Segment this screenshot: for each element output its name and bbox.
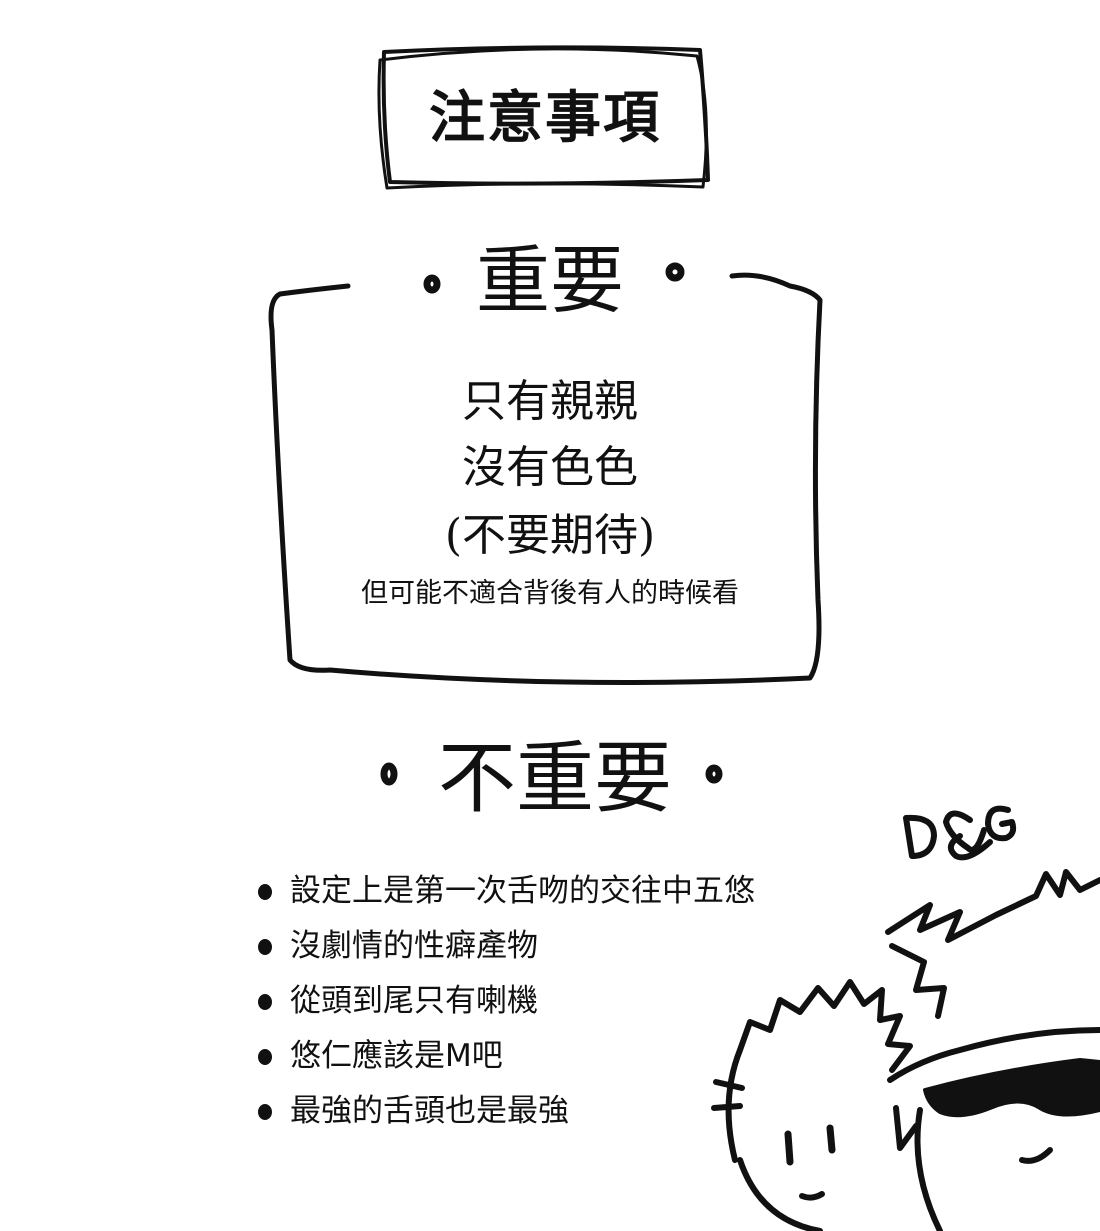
signature-text <box>903 805 1017 861</box>
bullet-icon <box>258 1104 272 1120</box>
list-item: 設定上是第一次舌吻的交往中五悠 <box>258 864 818 919</box>
list-item-text: 沒劇情的性癖產物 <box>290 928 538 964</box>
list-item-text: 悠仁應該是M吧 <box>290 1038 503 1074</box>
unimportant-heading-dots <box>380 762 723 786</box>
important-frame <box>268 272 823 685</box>
list-item: 悠仁應該是M吧 <box>258 1029 818 1084</box>
important-heading-dots <box>423 262 685 294</box>
list-item: 從頭到尾只有喇機 <box>258 974 818 1029</box>
page-title: 注意事項 <box>429 85 661 151</box>
character-left <box>711 979 913 1231</box>
important-heading: 重要 <box>476 238 624 324</box>
list-item: 沒劇情的性癖產物 <box>258 919 818 974</box>
list-item-text: 從頭到尾只有喇機 <box>290 983 538 1019</box>
important-note: 但可能不適合背後有人的時候看 <box>361 578 739 609</box>
list-item-text: 最強的舌頭也是最強 <box>290 1093 569 1129</box>
title-frame <box>377 45 710 190</box>
unimportant-list: 設定上是第一次舌吻的交往中五悠 沒劇情的性癖產物 從頭到尾只有喇機 悠仁應該是M… <box>258 864 818 1139</box>
list-item: 最強的舌頭也是最強 <box>258 1084 818 1139</box>
bullet-icon <box>258 994 272 1010</box>
bullet-icon <box>258 939 272 955</box>
bullet-icon <box>258 884 272 900</box>
important-line-1: 只有親親 <box>462 376 638 427</box>
unimportant-heading: 不重要 <box>437 734 672 824</box>
important-line-3: (不要期待) <box>444 510 656 561</box>
list-item-text: 設定上是第一次舌吻的交往中五悠 <box>290 873 755 909</box>
bullet-icon <box>258 1049 272 1065</box>
character-hair-back <box>885 869 1100 1019</box>
character-right <box>887 1027 1100 1231</box>
important-line-2: 沒有色色 <box>462 442 638 493</box>
